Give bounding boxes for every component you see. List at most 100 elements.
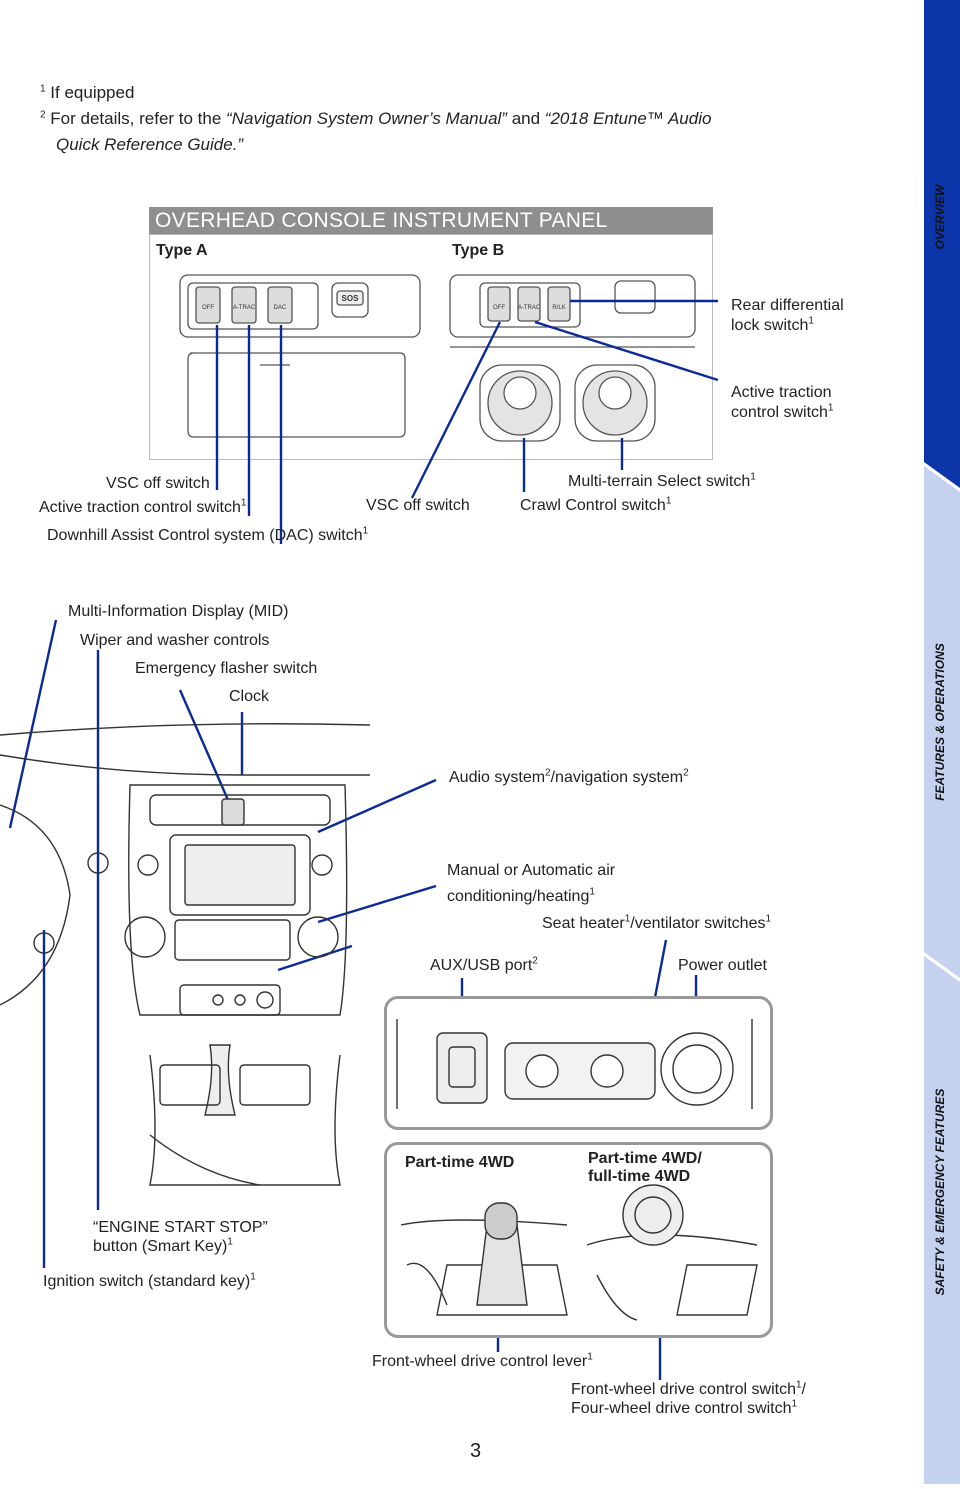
inset-ports	[384, 996, 773, 1130]
sidebar-label-overview: OVERVIEW	[933, 184, 947, 250]
label-wiper: Wiper and washer controls	[80, 632, 270, 649]
label-rear-diff: Rear differential lock switch1	[731, 296, 844, 336]
label-ft4wd-l2: full-time 4WD	[588, 1168, 691, 1185]
overhead-illustration: OFF A-TRAC DAC SOS OFF A-TRAC R/LK	[149, 234, 713, 460]
dashboard-drawing	[0, 723, 371, 1186]
label-fwd-sup-1: 1	[795, 1379, 802, 1391]
label-rear-diff-l2: lock switch	[731, 317, 809, 334]
label-seat-sup-b: 1	[765, 913, 772, 925]
label-fwd-l1: Front-wheel drive control switch	[571, 1381, 796, 1398]
sidebar-label-features: FEATURES & OPERATIONS	[933, 643, 947, 801]
label-fwd-switch: Front-wheel drive control switch1/ Four-w…	[571, 1380, 806, 1418]
label-audio: Audio system2/navigation system2	[449, 768, 689, 788]
tab-overview[interactable]	[924, 0, 960, 488]
label-crawl: Crawl Control switch1	[520, 496, 671, 516]
label-active-traction-a-text: Active traction control switch	[39, 499, 241, 516]
overhead-banner: OVERHEAD CONSOLE INSTRUMENT PANEL	[149, 207, 713, 234]
label-pt4wd: Part-time 4WD	[405, 1154, 515, 1171]
label-lever: Front-wheel drive control lever1	[372, 1352, 593, 1372]
label-fwd-slash: /	[801, 1381, 806, 1398]
label-active-traction-a: Active traction control switch1	[39, 498, 246, 518]
label-audio-sup-a: 2	[545, 767, 551, 779]
label-engine-l2: button (Smart Key)	[93, 1238, 228, 1255]
label-clock: Clock	[229, 688, 270, 705]
type-a-label: Type A	[156, 242, 208, 259]
label-active-traction-b-l1: Active traction	[731, 384, 832, 401]
label-active-traction-a-sup: 1	[240, 497, 247, 509]
label-ac-l1: Manual or Automatic air	[447, 862, 616, 879]
label-power: Power outlet	[678, 957, 767, 974]
label-mid: Multi-Information Display (MID)	[68, 603, 289, 620]
footnotes: 1 If equipped 2 For details, refer to th…	[40, 80, 711, 158]
label-seat-sup-a: 1	[624, 913, 631, 925]
label-dac-sup: 1	[362, 525, 369, 537]
footnote-2-and: and	[506, 109, 545, 128]
label-audio-b: /navigation system	[550, 769, 684, 786]
label-mts-sup: 1	[750, 471, 756, 483]
label-mts: Multi-terrain Select switch1	[568, 472, 756, 492]
tab-features[interactable]	[924, 466, 960, 978]
footnote-2-pre: For details, refer to the	[50, 109, 227, 128]
label-dac: Downhill Assist Control system (DAC) swi…	[47, 526, 368, 546]
footnote-2-mark: 2	[40, 109, 46, 121]
footnote-2: 2 For details, refer to the “Navigation …	[40, 106, 711, 132]
label-active-traction-b: Active traction control switch1	[731, 383, 833, 423]
sidebar-label-safety: SAFETY & EMERGENCY FEATURES	[933, 1088, 947, 1296]
label-ft4wd-l1: Part-time 4WD/	[588, 1150, 702, 1167]
footnote-2-ref-entune: “2018 Entune™ Audio	[544, 109, 712, 128]
label-vsc-b: VSC off switch	[366, 497, 470, 514]
label-aux: AUX/USB port2	[430, 956, 538, 976]
4wd-drawing	[400, 1184, 758, 1321]
label-active-traction-b-sup: 1	[827, 402, 834, 414]
footnote-1-text: If equipped	[50, 83, 135, 102]
btn-sos: SOS	[342, 294, 360, 303]
ports-drawing	[396, 1019, 753, 1109]
type-b-label: Type B	[452, 242, 505, 259]
btn-off-b: OFF	[493, 305, 505, 311]
overhead-drawing: OFF A-TRAC DAC SOS OFF A-TRAC R/LK	[179, 274, 696, 442]
label-audio-a: Audio system	[449, 769, 546, 786]
label-crawl-text: Crawl Control switch	[520, 497, 666, 514]
tab-safety[interactable]	[924, 956, 960, 1484]
label-ac-l2: conditioning/heating	[447, 888, 590, 905]
page-number: 3	[470, 1440, 482, 1462]
label-ignition-text: Ignition switch (standard key)	[43, 1273, 251, 1290]
footnote-2-ref-nav: “Navigation System Owner’s Manual”	[226, 109, 507, 128]
label-ac-sup: 1	[589, 886, 595, 898]
label-ignition-sup: 1	[250, 1271, 256, 1283]
label-seat-a: Seat heater	[542, 915, 625, 932]
label-active-traction-b-l2: control switch	[731, 404, 828, 421]
label-lever-sup: 1	[587, 1351, 593, 1363]
label-ignition: Ignition switch (standard key)1	[43, 1272, 256, 1292]
label-rear-diff-l1: Rear differential	[731, 297, 844, 314]
label-engine-sup: 1	[227, 1236, 233, 1248]
label-aux-text: AUX/USB port	[430, 957, 533, 974]
label-seat-b: /ventilator switches	[630, 915, 766, 932]
sidebar-tabs	[924, 0, 960, 1484]
inset-4wd	[384, 1142, 773, 1338]
footnote-1: 1 If equipped	[40, 80, 711, 106]
label-ft4wd: Part-time 4WD/full-time 4WD	[588, 1150, 702, 1186]
label-fwd-l2: Four-wheel drive control switch	[571, 1400, 792, 1417]
label-engine: “ENGINE START STOP” button (Smart Key)1	[93, 1218, 268, 1256]
label-audio-sup-b: 2	[683, 767, 689, 779]
btn-atrac-a: A-TRAC	[233, 305, 256, 311]
label-engine-l1: “ENGINE START STOP”	[93, 1219, 268, 1236]
label-mts-text: Multi-terrain Select switch	[568, 473, 751, 490]
footnote-1-mark: 1	[40, 83, 46, 95]
label-rear-diff-sup: 1	[808, 315, 814, 327]
footnote-2-cont: Quick Reference Guide.”	[40, 132, 711, 158]
section-sidebar	[924, 0, 960, 1484]
btn-atrac-b: A-TRAC	[518, 305, 541, 311]
label-fwd-sup-2: 1	[791, 1398, 798, 1410]
label-ac: Manual or Automatic air conditioning/heat…	[447, 858, 615, 910]
label-seat: Seat heater1/ventilator switches1	[542, 914, 771, 934]
leader-lines	[8, 299, 719, 1380]
label-crawl-sup: 1	[665, 495, 672, 507]
btn-rlk-b: R/LK	[552, 305, 565, 311]
label-vsc-a: VSC off switch	[106, 475, 210, 492]
footnote-2-ref-entune-cont: Quick Reference Guide.”	[56, 135, 244, 154]
label-hazard: Emergency flasher switch	[135, 660, 318, 677]
btn-dac-a: DAC	[274, 305, 287, 311]
label-lever-text: Front-wheel drive control lever	[372, 1353, 588, 1370]
